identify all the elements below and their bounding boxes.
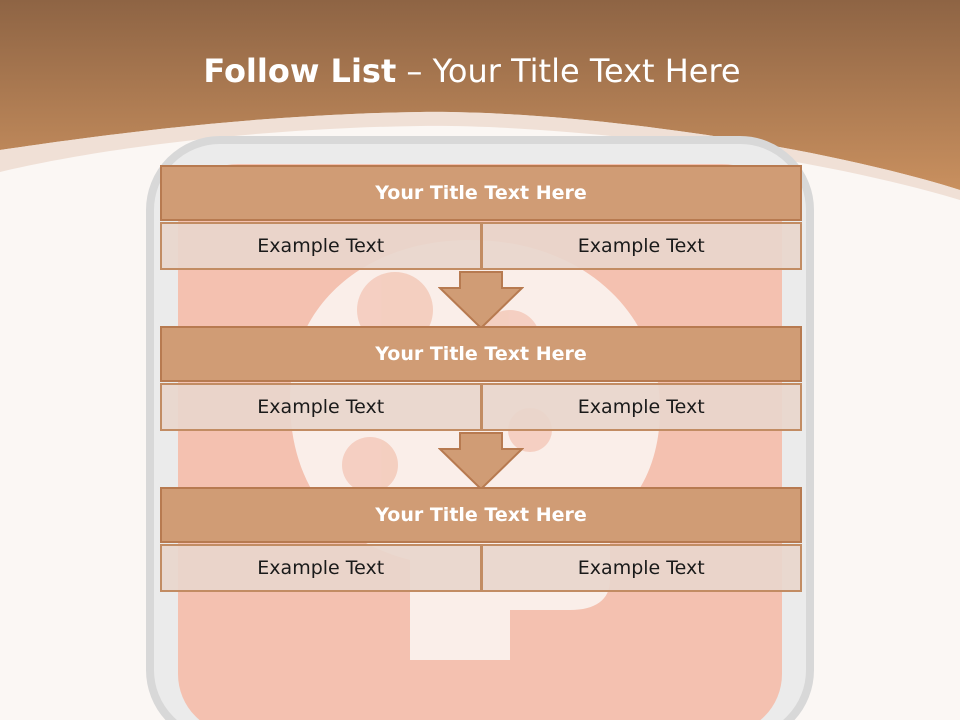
down-arrow-icon: [438, 271, 524, 330]
list-block: Your Title Text Here Example Text Exampl…: [160, 326, 802, 431]
header-band: [0, 0, 960, 200]
list-block: Your Title Text Here Example Text Exampl…: [160, 165, 802, 270]
block-cell: Example Text: [481, 544, 802, 592]
block-cell: Example Text: [160, 544, 482, 592]
block-title: Your Title Text Here: [160, 165, 802, 221]
down-arrow-icon: [438, 432, 524, 491]
title-bold: Follow List: [203, 52, 397, 90]
block-title: Your Title Text Here: [160, 326, 802, 382]
block-cell: Example Text: [481, 383, 802, 431]
list-block: Your Title Text Here Example Text Exampl…: [160, 487, 802, 592]
block-row: Example Text Example Text: [160, 544, 802, 592]
block-row: Example Text Example Text: [160, 222, 802, 270]
block-row: Example Text Example Text: [160, 383, 802, 431]
slide-title: Follow List – Your Title Text Here: [0, 52, 944, 90]
block-title: Your Title Text Here: [160, 487, 802, 543]
block-cell: Example Text: [160, 383, 482, 431]
title-rest: – Your Title Text Here: [396, 52, 741, 90]
block-cell: Example Text: [481, 222, 802, 270]
block-cell: Example Text: [160, 222, 482, 270]
